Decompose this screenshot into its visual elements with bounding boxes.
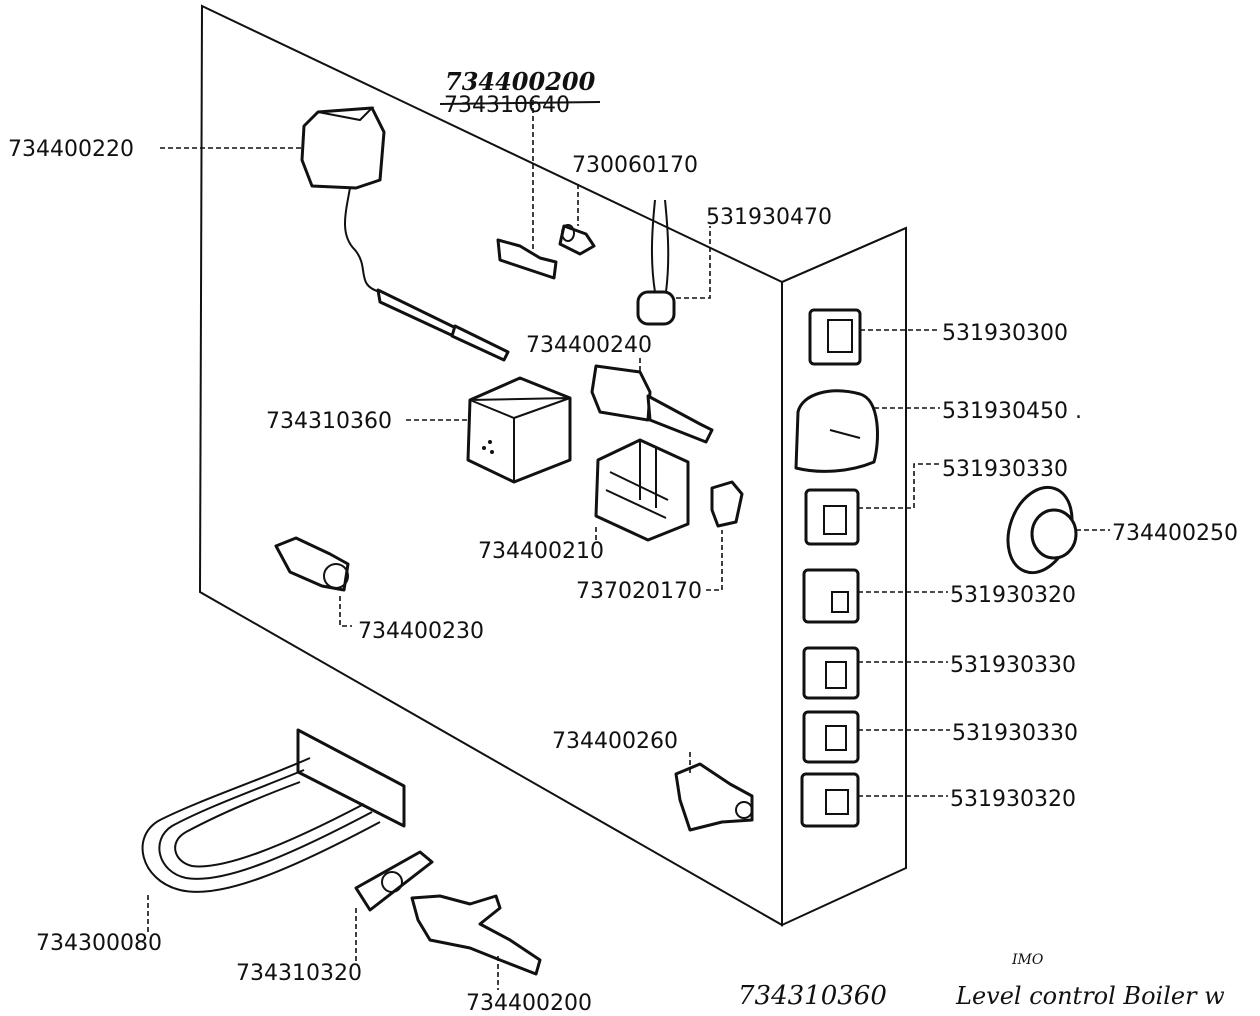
button-531930330-b: [802, 646, 948, 700]
handwritten-description: Level control Boiler w: [955, 982, 1225, 1010]
label-730060170: 730060170: [572, 153, 698, 178]
label-734400240: 734400240: [526, 333, 652, 358]
relay-734310360: [406, 376, 572, 484]
label-734400200-handwritten: 734400200: [445, 67, 596, 96]
pressure-switch-734400230: [274, 536, 352, 627]
label-531930300: 531930300: [942, 321, 1068, 346]
label-531930470: 531930470: [706, 205, 832, 230]
label-734310640-struck: 734310640: [444, 93, 570, 118]
label-734400260: 734400260: [552, 729, 678, 754]
button-531930330-c: [802, 710, 950, 764]
handwritten-imo: IMO: [1011, 952, 1044, 968]
control-panel-body: [198, 4, 907, 927]
button-531930320-a: [802, 568, 948, 624]
heating-element-734300080: [141, 728, 406, 932]
handwritten-part-number: 734310360: [738, 981, 887, 1011]
capacitor-531930470: [636, 199, 711, 326]
label-734400220: 734400220: [8, 137, 134, 162]
label-734400250: 734400250: [1112, 521, 1238, 546]
button-531930320-b: [800, 772, 948, 828]
fuse-730060170: [558, 184, 596, 256]
timer-734400220: [160, 106, 510, 362]
label-734300080: 734300080: [36, 931, 162, 956]
label-734310320: 734310320: [236, 961, 362, 986]
label-734400210: 734400210: [478, 539, 604, 564]
label-531930320-a: 531930320: [950, 583, 1076, 608]
knob-531930450: [794, 389, 940, 473]
bracket-part: [496, 100, 558, 280]
valve-734400260: [674, 752, 754, 832]
button-531930300: [808, 308, 940, 366]
label-531930320-b: 531930320: [950, 787, 1076, 812]
strike-line: [439, 101, 601, 105]
label-531930330-b: 531930330: [950, 653, 1076, 678]
label-737020170: 737020170: [576, 579, 702, 604]
label-531930330-a: 531930330: [942, 457, 1068, 482]
thermostat-734400200: [410, 894, 542, 990]
seal-734400250: [1006, 485, 1110, 575]
label-734400230: 734400230: [358, 619, 484, 644]
gasket-734310320: [354, 850, 434, 962]
clip-737020170: [706, 480, 744, 591]
switch-734400240: [590, 358, 714, 444]
label-734400200-bottom: 734400200: [466, 991, 592, 1016]
terminal-734400210: [594, 438, 690, 542]
button-531930330-a: [804, 463, 940, 546]
label-734310360: 734310360: [266, 409, 392, 434]
label-531930450: 531930450 .: [942, 399, 1082, 424]
label-531930330-c: 531930330: [952, 721, 1078, 746]
